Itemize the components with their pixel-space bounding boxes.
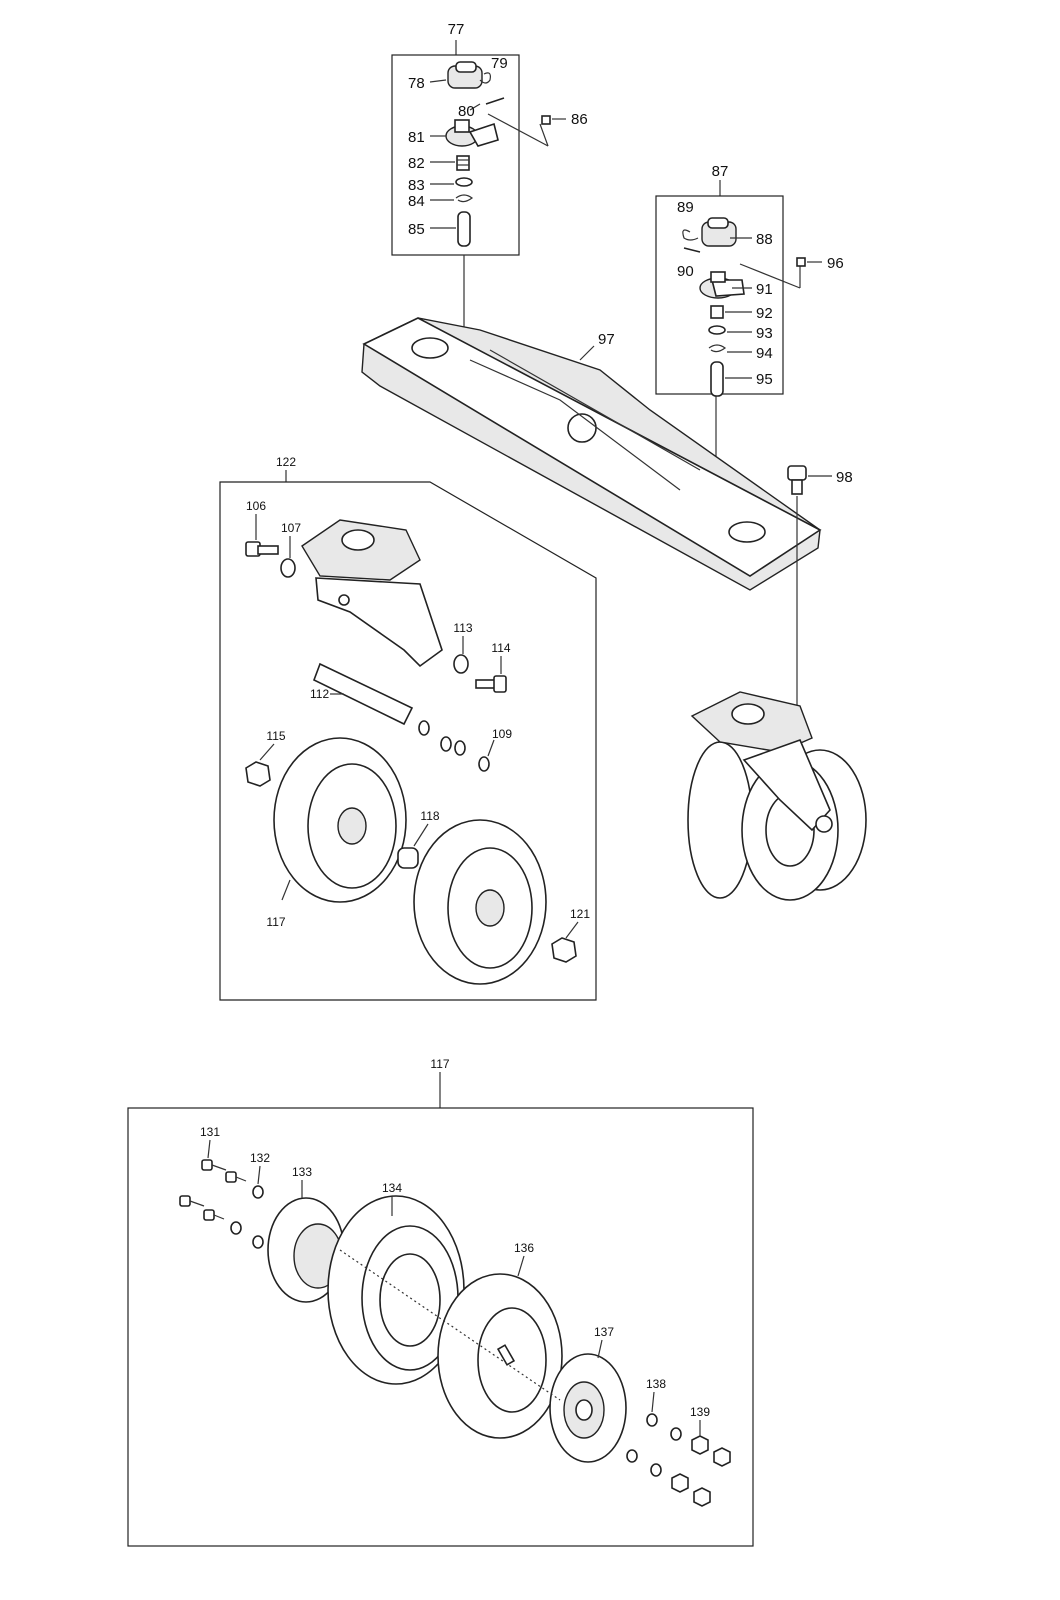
- callout-131: 131: [200, 1125, 220, 1139]
- callout-92: 92: [756, 305, 773, 322]
- callout-115: 115: [266, 729, 285, 743]
- callout-85: 85: [408, 221, 425, 238]
- callout-96: 96: [827, 255, 844, 272]
- assembly-87: [655, 180, 822, 510]
- assembly-117-wheel: [127, 1072, 754, 1547]
- callout-109: 109: [492, 727, 512, 741]
- callout-79: 79: [491, 55, 508, 72]
- callout-83: 83: [408, 177, 425, 194]
- callout-82: 82: [408, 155, 425, 172]
- assembled-caster: [687, 691, 867, 901]
- callout-117-b: 117: [430, 1057, 449, 1071]
- callout-121: 121: [570, 907, 590, 921]
- callout-labels: 77 78 79 80 81 82 83 84 85 86 87 88 89 9…: [408, 21, 853, 486]
- callout-98: 98: [836, 469, 853, 486]
- callout-80: 80: [458, 103, 475, 120]
- callout-106: 106: [246, 499, 266, 513]
- callout-118: 118: [420, 809, 439, 823]
- part-97-frame: [361, 317, 822, 591]
- callout-93: 93: [756, 325, 773, 342]
- callout-136: 136: [514, 1241, 534, 1255]
- callout-86: 86: [571, 111, 588, 128]
- callout-139: 139: [690, 1405, 710, 1419]
- callout-122: 122: [276, 455, 296, 469]
- callout-97: 97: [598, 331, 615, 348]
- callout-114: 114: [491, 641, 510, 655]
- assembly-77: [391, 40, 566, 365]
- callout-87: 87: [712, 163, 729, 180]
- part-81-base: [445, 119, 499, 147]
- callout-132: 132: [250, 1151, 270, 1165]
- assembly-122: [219, 470, 597, 1001]
- callout-84: 84: [408, 193, 425, 210]
- callout-112: 112: [310, 687, 329, 701]
- callout-77: 77: [448, 21, 465, 38]
- callout-113: 113: [453, 621, 472, 635]
- callout-78: 78: [408, 75, 425, 92]
- part-98-bolt: [787, 465, 832, 730]
- callout-95: 95: [756, 371, 773, 388]
- callout-117-a: 117: [266, 915, 285, 929]
- callout-91: 91: [756, 281, 773, 298]
- callout-94: 94: [756, 345, 773, 362]
- callout-89: 89: [677, 199, 694, 216]
- callout-labels-small: 122 106 107 113 114 112 109 115 118 117 …: [200, 455, 710, 1419]
- callout-107: 107: [281, 521, 301, 535]
- callout-133: 133: [292, 1165, 312, 1179]
- callout-138: 138: [646, 1377, 666, 1391]
- callout-134: 134: [382, 1181, 402, 1195]
- callout-137: 137: [594, 1325, 614, 1339]
- callout-81: 81: [408, 129, 425, 146]
- callout-88: 88: [756, 231, 773, 248]
- callout-90: 90: [677, 263, 694, 280]
- part-131-bolts: [179, 1159, 247, 1221]
- part-78-cap: [447, 61, 483, 89]
